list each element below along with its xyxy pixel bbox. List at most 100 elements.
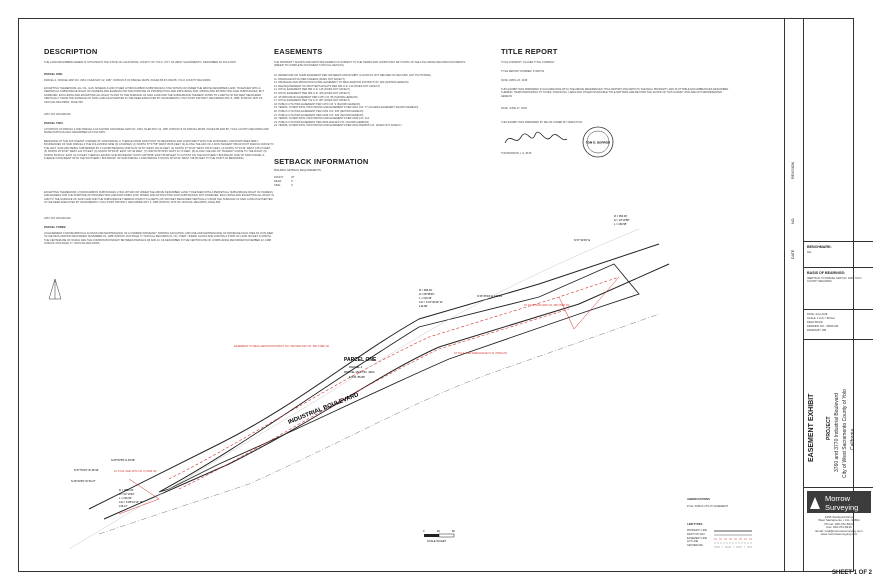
easement-note: EASEMENT TO RECLAMATION DISTRICT NO. 900… — [234, 344, 329, 348]
easement-item: 16. STORM DRAIN EASEMENT PER 1135 O.R. 8… — [274, 95, 358, 99]
address-line: Email: mail@morrowsurveying.com — [815, 528, 863, 533]
easement-item: 23. PUBLIC UTILITIES EASEMENT PER 2009-0… — [274, 120, 370, 124]
curve1-line: L = 143.35' — [419, 296, 432, 300]
curve-data-3: R = 3850.00' Δ = 02°10'43" L = 216.50' C… — [119, 488, 143, 508]
drawing-sheet: DESCRIPTION THE LAND DESCRIBED HEREIN IS… — [18, 18, 873, 572]
parcel-one-except: EXCEPTING THEREFROM, ALL OIL, GAS, MINER… — [44, 87, 264, 104]
setback-label: BUILDING SETBACK REQUIREMENTS: — [274, 169, 322, 172]
project-line1: 3760 and 3770 Industrial Boulevard — [834, 393, 840, 472]
company-box: Morrow Surveying 1255 Starboard Drive We… — [804, 487, 873, 547]
curve1-line: 142.98' — [419, 304, 428, 308]
address-line: 1255 Starboard Drive — [824, 515, 854, 519]
project-line3: California — [850, 428, 856, 450]
pue-note: 10' P.U.E. PER 2009-0011323 O.R. (ITEM 2… — [454, 351, 507, 355]
meta-date: DATE: June 2018 — [807, 313, 828, 316]
benchmark-label: BENCHMARK: — [807, 245, 832, 249]
bearing-1: N 56°45'04" E 133.69' — [477, 294, 503, 298]
surveyor-seal: TOM D. BORROR — [582, 126, 614, 158]
title-block: BENCHMARK: N/A BASIS OF BEARINGS: IDENTI… — [803, 19, 873, 571]
company-logo: Morrow Surveying — [807, 491, 871, 513]
curve-data-1: R = 950.00' Δ = 08°38'40" L = 143.35' CH… — [419, 288, 443, 308]
company-name-1: Morrow — [825, 494, 851, 503]
easement-item: 11. DRAINAGE DITCH PER 8 DEEDS (DOES NOT… — [274, 77, 345, 81]
seal-text: TOM D. BORROR — [586, 141, 611, 145]
easement-item: 17. DITCH EASEMENT PER 742 O.R. 287 (DOE… — [274, 99, 351, 103]
setback-title: SETBACK INFORMATION — [274, 157, 369, 166]
project-label: PROJECT — [826, 416, 832, 440]
setback-rear-value: 0' — [291, 180, 293, 183]
easement-item: 13. RELINQUISHMENT OF ABUTTER'S RIGHTS P… — [274, 84, 381, 88]
address-line: www.morrowsurveying.com — [820, 532, 858, 537]
revision-label: REVISION — [791, 161, 795, 179]
exhibit-date: DATE: JUNE 27, 2018 — [501, 107, 527, 110]
benchmark-box: BENCHMARK: N/A — [804, 241, 873, 267]
sheet-number: SHEET 1 OF 2 — [831, 570, 872, 576]
linetypes-title: LINETYPES — [687, 522, 703, 526]
bearing-5: N 57°53'16" W 38.18' — [74, 468, 99, 472]
easement-item: 24. TERMS, CONDITIONS, PROVISIONS AND EA… — [274, 124, 402, 128]
revision-strip: REVISION NO. DATE — [784, 19, 803, 571]
north-arrow — [48, 278, 62, 300]
easement-item: 12. DRAINAGE AND IRRIGATION CANAL EASEME… — [274, 81, 409, 85]
easement-line-red — [168, 276, 620, 480]
linetype-item: LOT LINE — [687, 540, 699, 544]
basis-of-bearings-box: BASIS OF BEARINGS: IDENTICAL TO PARCEL M… — [804, 267, 873, 309]
easements-list: 10. RESERVOIR OR SUMP EASEMENT PER OR DE… — [274, 74, 484, 128]
curve3-line: Δ = 02°10'43" — [119, 492, 135, 496]
curve2-line: R = 950.00' — [614, 214, 628, 218]
description-intro: THE LAND DESCRIBED HEREIN IS SITUATED IN… — [44, 61, 237, 64]
easement-item: 21. PUBLIC UTILITIES EASEMENT PER 2199 O… — [274, 113, 364, 117]
parcel-two-text: A PORTION OF PARCEL 3 AND PARCEL 6 AS SH… — [44, 128, 269, 135]
curve3-line: 216.47' — [119, 504, 128, 508]
prepared-statement: THIS EXHIBIT WAS PREPARED BY ME OR UNDER… — [501, 121, 583, 124]
bearing-2: N 57°44'03" E — [574, 238, 590, 242]
meta-drawing-no: DRAWING NO.: 18066-001 — [807, 325, 839, 328]
apn-one: APN: 067-020-008-000 — [44, 113, 71, 116]
abbreviation-item: P.U.E. PUBLIC UTILITY EASEMENT — [687, 505, 729, 508]
project-box: EASEMENT EXHIBIT PROJECT 3760 and 3770 I… — [804, 339, 873, 487]
curve1-line: Δ = 08°38'40" — [419, 292, 435, 296]
project-line2: City of West Sacramento County of Yolo — [842, 389, 848, 478]
easement-item: 18. PUBLIC UTILITIES EASEMENT PER 1179 O… — [274, 102, 361, 106]
easement-item: 10. RESERVOIR OR SUMP EASEMENT PER OR DE… — [274, 74, 431, 77]
parcel-two-except: EXCEPTING THEREFROM, HYDROCARBON SUBSTAN… — [44, 191, 274, 205]
parcel-three-text: AN EASEMENT FOR RECIPROCAL ACCESS AND MA… — [44, 232, 274, 246]
setback-side-value: 0' — [291, 184, 293, 187]
benchmark-value: N/A — [807, 251, 812, 254]
parcel-sub1: PARCEL 2 — [349, 365, 363, 369]
title-report-title: TITLE REPORT — [501, 47, 558, 56]
scale-tick: 40 — [437, 530, 440, 533]
title-report-number: TITLE REPORT NUMBER: P-528732 — [501, 70, 545, 73]
setback-front-key: FRONT: — [274, 176, 284, 179]
company-name-2: Surveying — [825, 503, 858, 512]
surveyor-signature — [504, 131, 568, 144]
parcel-one-text: PARCEL 2, PARCEL MAP NO. 3464, FILED MAY… — [44, 79, 212, 82]
linetype-item: PROPERTY LINE — [687, 529, 707, 532]
parcel-one-heading: PARCEL ONE: — [44, 72, 64, 76]
revision-no-label: NO. — [791, 217, 795, 224]
linetype-samples — [714, 530, 752, 548]
exhibit-title: EASEMENT EXHIBIT — [808, 393, 815, 462]
easement-boundary-red — [558, 276, 620, 330]
bearings-value: IDENTICAL TO PARCEL MAP NO. 3464 YOLO CO… — [807, 277, 862, 284]
curve2-line: Δ = 10°13'58" — [614, 218, 630, 222]
meta-field-book: FIELD BOOK: — [807, 321, 824, 324]
curve3-line: R = 3850.00' — [119, 488, 134, 492]
meta-drawn-by: DRAWN BY: RM — [807, 329, 827, 332]
logo-mountain-icon — [810, 497, 820, 509]
bearings-label: BASIS OF BEARINGS: — [807, 271, 846, 275]
curve3-line: CH = S 68°16'12" W — [119, 500, 143, 504]
parcel-three-heading: PARCEL THREE: — [44, 225, 67, 229]
easement-item: 14. DITCH EASEMENT PER 684 O.R. 146 (DOE… — [274, 88, 351, 92]
curve3-line: L = 216.50' — [119, 496, 132, 500]
apn-two: APN: 067-020-009-000 — [44, 217, 71, 220]
curve-data-2: R = 950.00' Δ = 10°13'58" L = 169.58' — [614, 214, 630, 226]
bearing-3: N 66°53'59" E 35.68' — [111, 458, 135, 462]
row-north-line — [88, 243, 660, 510]
setback-front-value: 25' — [291, 176, 295, 179]
bearing-4: N 25°33'45" W 50.27' — [71, 479, 96, 483]
scale-label: SCALE IN FEET — [427, 539, 447, 543]
curve1-line: CH = S 61°46'49" W — [419, 300, 443, 304]
easement-item: 22. TERMS, CONDITIONS, PROVISIONS AND EA… — [274, 117, 370, 121]
scale-bar: 0 40 80 SCALE IN FEET — [423, 530, 455, 543]
